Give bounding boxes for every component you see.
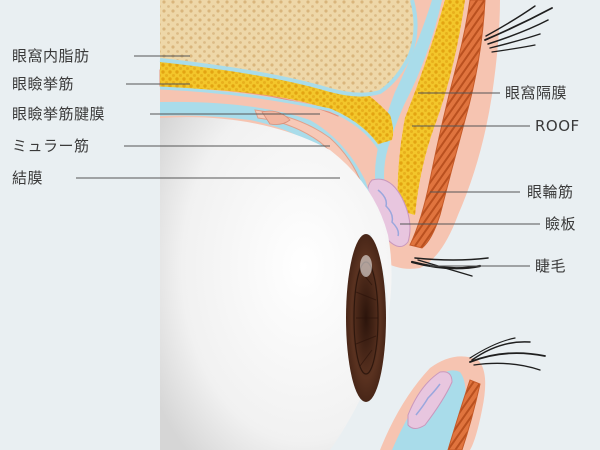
label-roof: ROOF: [535, 117, 580, 135]
upper-eyelashes: [410, 257, 489, 277]
label-eyelash: 睫毛: [535, 257, 567, 275]
eyeball: [160, 117, 392, 450]
lower-eyelid: [380, 356, 486, 450]
leader-lines: [76, 55, 540, 267]
label-orbicularis-muscle: 眼輪筋: [527, 183, 574, 201]
label-muller-muscle: ミュラー筋: [12, 137, 90, 155]
orbicularis-muscle-shape: [409, 0, 486, 249]
orbital-septum-shape: [375, 0, 442, 210]
iris: [346, 234, 386, 402]
label-levator-aponeurosis: 眼瞼挙筋腱膜: [12, 105, 106, 123]
label-tarsus: 瞼板: [545, 215, 577, 233]
levator-aponeurosis-band: [160, 101, 371, 210]
label-orbital-fat: 眼窩内脂肪: [12, 47, 90, 65]
label-conjunctiva: 結膜: [12, 169, 44, 187]
lower-eyelashes: [469, 337, 546, 371]
brow-hairs: [484, 5, 553, 53]
label-orbital-septum: 眼窩隔膜: [505, 84, 568, 102]
label-levator-muscle: 眼瞼挙筋: [12, 75, 75, 93]
